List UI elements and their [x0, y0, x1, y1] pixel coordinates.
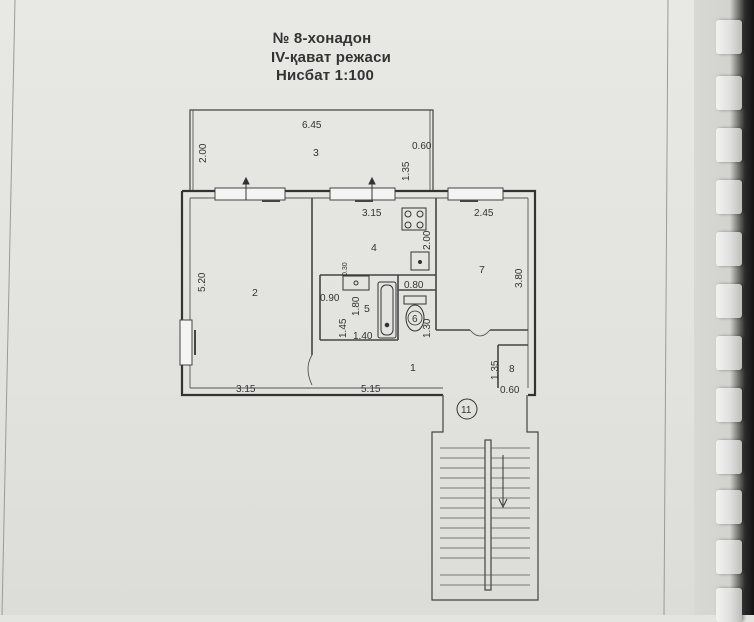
door-swings [307, 329, 491, 386]
room-1-label: 1 [410, 362, 416, 374]
wall-inner-lines [189, 197, 529, 389]
frame-line-left [1, 0, 16, 615]
binding-ring [716, 284, 742, 318]
room-7-label: 7 [479, 264, 485, 276]
apartment-outer-walls [180, 189, 537, 397]
plan-title-apartment: № 8-хонадон [272, 30, 372, 47]
binding-ring [716, 180, 742, 214]
dim-wc-w: 0.80 [404, 280, 424, 291]
dim-bath-bottom: 1.40 [353, 331, 373, 342]
dim-room7-width: 2.45 [474, 208, 494, 219]
binding-ring [716, 490, 742, 524]
binding-ring [716, 440, 742, 474]
dim-closet-h: 1.35 [490, 360, 501, 380]
room-4-label: 4 [371, 242, 377, 254]
binding-ring [716, 128, 742, 162]
room-2-label: 2 [252, 287, 258, 299]
room-5-label: 5 [364, 303, 370, 315]
stair-arrow [498, 455, 508, 509]
plan-title-scale: Нисбат 1:100 [275, 67, 375, 84]
dim-balcony-side: 1.35 [401, 161, 412, 181]
dim-wc-h: 1.30 [422, 318, 433, 338]
windows [179, 187, 504, 366]
balcony-door-arrows [242, 176, 376, 200]
binding-ring [716, 232, 742, 266]
room-8-label: 8 [509, 364, 515, 375]
stair-treads [440, 447, 530, 586]
stove-icon [401, 207, 427, 231]
room6-circle [407, 310, 423, 326]
dim-kitchen-depth: 2.00 [422, 230, 433, 250]
dim-bath-h: 1.80 [351, 296, 362, 316]
dim-balcony-depth: 2.00 [198, 143, 209, 163]
dim-closet-w: 0.60 [500, 385, 520, 396]
spiral-binding [694, 0, 754, 622]
dim-balcony-width: 6.45 [302, 120, 322, 131]
binding-ring [716, 20, 742, 54]
bathtub-icon [377, 281, 397, 339]
stair-number-circle [456, 398, 478, 420]
staircase [431, 395, 539, 601]
room-6-label: 6 [412, 314, 418, 325]
dim-room7-depth: 3.80 [514, 268, 525, 288]
dim-bath-len: 1.45 [338, 318, 349, 338]
dim-bottom-left: 3.15 [236, 384, 256, 395]
frame-line-right [663, 0, 669, 615]
dim-bottom-right: 5.15 [361, 384, 381, 395]
room-3-label: 3 [313, 147, 319, 159]
room-11-label: 11 [461, 405, 472, 416]
binding-ring [716, 76, 742, 110]
binding-ring [716, 336, 742, 370]
washbasin-icon [342, 275, 370, 291]
window-sash-marks [194, 200, 478, 355]
dim-bath-w: 0.90 [320, 293, 340, 304]
dim-bath-side: 0.30 [342, 262, 349, 276]
binding-ring [716, 388, 742, 422]
dim-balcony-offset: 0.60 [412, 141, 432, 152]
binding-ring [716, 540, 742, 574]
dim-kitchen-width: 3.15 [362, 208, 382, 219]
balcony-outline [189, 109, 434, 190]
interior-partitions [311, 198, 528, 388]
dim-room2-depth: 5.20 [197, 272, 208, 292]
toilet-icon [403, 295, 427, 332]
sink-icon [410, 251, 430, 271]
plan-title-floor: IV-қават режаси [270, 49, 392, 66]
